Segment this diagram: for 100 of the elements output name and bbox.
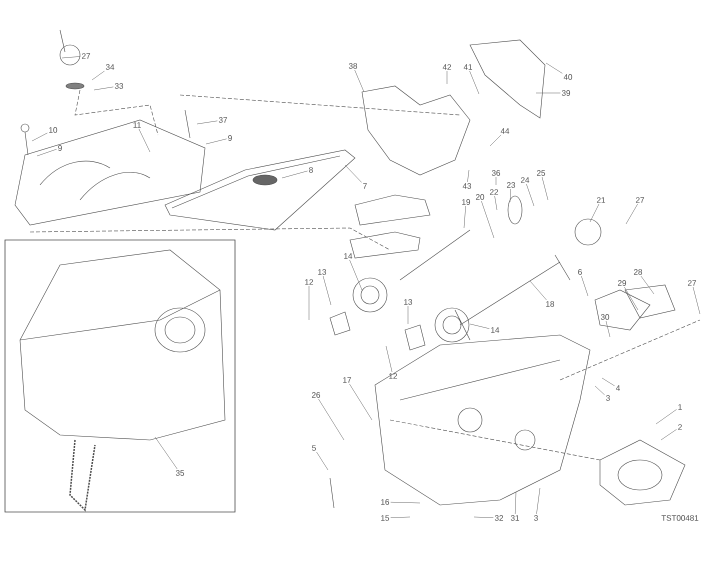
callout-number: 13 bbox=[404, 299, 412, 305]
leader-line bbox=[94, 86, 114, 90]
callout-number: 12 bbox=[389, 373, 398, 379]
callout-number: 15 bbox=[381, 515, 390, 521]
leader-line bbox=[692, 286, 700, 314]
drawing-code: TST00481 bbox=[662, 515, 698, 521]
leader-line bbox=[514, 492, 516, 514]
callout-number: 42 bbox=[442, 64, 452, 70]
callout-number: 36 bbox=[492, 170, 500, 176]
inset-frame bbox=[4, 240, 236, 512]
leader-line bbox=[467, 170, 470, 182]
callout-number: 3 bbox=[534, 515, 538, 521]
leader-line bbox=[581, 276, 588, 296]
callout-number: 40 bbox=[564, 74, 572, 80]
leader-line bbox=[308, 286, 310, 320]
leader-line bbox=[494, 196, 498, 210]
leader-line bbox=[626, 204, 638, 224]
leader-line bbox=[282, 170, 308, 178]
leader-line bbox=[474, 516, 494, 518]
callout-number: 22 bbox=[490, 189, 498, 195]
leader-line bbox=[510, 188, 511, 202]
leader-line bbox=[349, 260, 362, 290]
callout-number: 29 bbox=[618, 280, 626, 286]
leader-line bbox=[386, 346, 392, 372]
leader-line bbox=[390, 516, 410, 518]
callout-number: 18 bbox=[546, 301, 554, 307]
callout-number: 30 bbox=[600, 314, 610, 320]
leader-line bbox=[546, 62, 563, 74]
callout-number: 17 bbox=[343, 377, 352, 383]
leader-line bbox=[206, 138, 227, 144]
callout-number: 38 bbox=[348, 63, 358, 69]
callout-number: 1 bbox=[678, 404, 682, 410]
callout-number: 11 bbox=[133, 122, 141, 128]
callout-number: 19 bbox=[462, 199, 470, 205]
callout-number: 7 bbox=[363, 183, 367, 189]
leader-line bbox=[349, 384, 372, 420]
leader-line bbox=[469, 70, 480, 94]
leader-line bbox=[624, 286, 638, 310]
leader-line bbox=[390, 502, 420, 504]
leader-line bbox=[490, 134, 502, 146]
callout-number: 13 bbox=[318, 269, 326, 275]
callout-number: 26 bbox=[312, 392, 320, 398]
leader-line bbox=[530, 280, 547, 300]
callout-number: 31 bbox=[510, 515, 520, 521]
leader-line bbox=[536, 488, 540, 514]
leader-line bbox=[464, 206, 466, 228]
leader-line bbox=[62, 56, 81, 58]
leader-line bbox=[318, 398, 344, 440]
leader-line bbox=[36, 148, 57, 156]
leader-line bbox=[526, 184, 534, 206]
callout-number: 28 bbox=[634, 269, 642, 275]
leader-line bbox=[92, 70, 105, 80]
leader-line bbox=[602, 378, 615, 386]
callout-number: 8 bbox=[309, 167, 313, 173]
leader-line bbox=[536, 92, 561, 94]
callout-number: 20 bbox=[476, 194, 484, 200]
callout-number: 16 bbox=[381, 499, 390, 505]
leader-line bbox=[322, 276, 332, 306]
leader-line bbox=[316, 452, 328, 470]
leader-line bbox=[470, 324, 490, 329]
leader-line bbox=[344, 164, 362, 183]
callout-number: 9 bbox=[228, 135, 232, 141]
callout-number: 32 bbox=[494, 515, 504, 521]
callout-number: 33 bbox=[114, 83, 124, 89]
callout-number: 14 bbox=[344, 253, 352, 259]
callout-number: 12 bbox=[305, 279, 314, 285]
leader-line bbox=[590, 204, 600, 222]
leader-line bbox=[32, 132, 48, 142]
callout-number: 23 bbox=[506, 182, 516, 188]
leader-line bbox=[656, 409, 677, 424]
leader-line bbox=[660, 429, 677, 440]
callout-number: 27 bbox=[82, 53, 90, 59]
leader-line bbox=[354, 70, 364, 92]
callout-number: 6 bbox=[578, 269, 582, 275]
leader-line bbox=[594, 386, 605, 396]
leader-line bbox=[196, 120, 218, 124]
callout-number: 27 bbox=[636, 197, 644, 203]
callout-number: 27 bbox=[688, 280, 696, 286]
callout-number: 39 bbox=[562, 90, 570, 96]
leader-line bbox=[606, 320, 610, 338]
callout-number: 10 bbox=[49, 127, 58, 133]
callout-number: 24 bbox=[520, 177, 530, 183]
callout-number: 37 bbox=[218, 117, 228, 123]
callout-number: 9 bbox=[58, 145, 62, 151]
leader-line bbox=[640, 276, 654, 294]
leader-line bbox=[138, 128, 150, 152]
callout-number: 2 bbox=[678, 424, 682, 430]
callout-number: 21 bbox=[596, 197, 606, 203]
callout-number: 43 bbox=[462, 183, 472, 189]
callout-number: 5 bbox=[312, 445, 316, 451]
callout-number: 4 bbox=[616, 385, 620, 391]
leader-line bbox=[154, 436, 178, 470]
leader-line bbox=[481, 200, 494, 238]
callout-number: 14 bbox=[491, 327, 500, 333]
callout-number: 34 bbox=[106, 64, 114, 70]
callout-number: 35 bbox=[176, 470, 184, 476]
callout-number: 44 bbox=[500, 128, 510, 134]
leader-line bbox=[446, 70, 448, 84]
leader-line bbox=[542, 176, 548, 200]
callout-number: 25 bbox=[536, 170, 546, 176]
